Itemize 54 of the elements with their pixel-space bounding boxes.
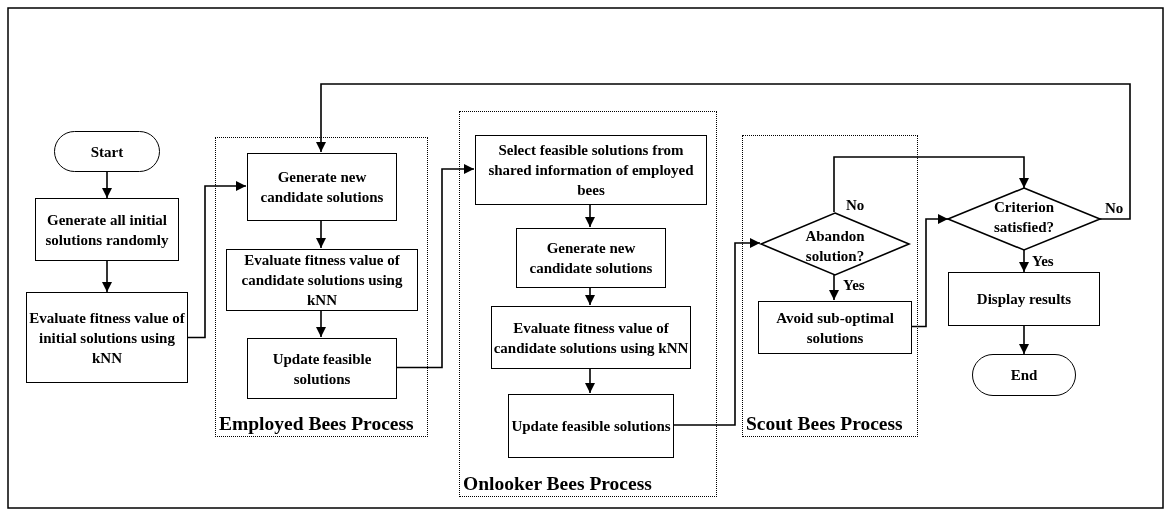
node-label: Generate new candidate solutions bbox=[259, 168, 385, 207]
process-box bbox=[516, 228, 666, 288]
arrow bbox=[316, 83, 1131, 220]
node-label: Select feasible solutions from shared information of employed bees bbox=[487, 141, 695, 200]
process-group-frame bbox=[459, 111, 717, 497]
node-label: Abandon solution? bbox=[804, 227, 866, 266]
node-label: Generate new candidate solutions bbox=[528, 239, 654, 278]
arrow bbox=[833, 156, 1029, 213]
process-box bbox=[247, 153, 397, 221]
group-title: Scout Bees Process bbox=[746, 412, 903, 436]
process-box bbox=[758, 301, 912, 354]
arrow bbox=[187, 181, 247, 339]
node-label: Avoid sub-optimal solutions bbox=[775, 308, 895, 348]
process-box bbox=[35, 198, 179, 261]
node-label: Update feasible solutions bbox=[271, 349, 373, 389]
edge-label: No bbox=[846, 196, 865, 214]
process-group-frame bbox=[215, 137, 428, 437]
decision-diamond bbox=[948, 188, 1100, 250]
arrow bbox=[1019, 325, 1029, 355]
group-title: Onlooker Bees Process bbox=[463, 472, 652, 496]
arrow bbox=[829, 273, 839, 301]
arrow bbox=[316, 219, 326, 249]
edge-label: No bbox=[1105, 199, 1124, 217]
node-label: Update feasible solutions bbox=[511, 417, 671, 436]
node-label: Criterion satisfied? bbox=[993, 198, 1055, 237]
edge-label: Yes bbox=[1032, 252, 1054, 270]
process-box bbox=[26, 292, 188, 383]
node-label: Evaluate fitness value of initial solutions using kNN bbox=[28, 308, 186, 368]
arrow bbox=[1019, 249, 1029, 273]
node-label: Evaluate fitness value of candidate solutions using kNN bbox=[492, 318, 690, 358]
process-group-frame bbox=[742, 135, 918, 437]
arrow bbox=[316, 309, 326, 338]
process-box bbox=[475, 135, 707, 205]
arrow bbox=[395, 164, 475, 369]
arrow bbox=[585, 286, 595, 306]
node-label: Evaluate fitness value of candidate solutions using kNN bbox=[240, 251, 404, 310]
arrow bbox=[102, 171, 112, 199]
group-title: Employed Bees Process bbox=[219, 412, 414, 436]
decision-diamond bbox=[761, 213, 909, 275]
arrow bbox=[910, 214, 949, 328]
node-label: Generate all initial solutions randomly bbox=[44, 210, 170, 250]
node-label: Start bbox=[90, 142, 124, 162]
arrow bbox=[585, 203, 595, 228]
process-box bbox=[226, 249, 418, 311]
arrow bbox=[102, 260, 112, 293]
process-box bbox=[247, 338, 397, 399]
node-label: Display results bbox=[976, 290, 1072, 309]
process-box bbox=[948, 272, 1100, 326]
process-box bbox=[508, 394, 674, 458]
node-label: End bbox=[1010, 366, 1038, 385]
arrow bbox=[585, 367, 595, 394]
arrow bbox=[672, 238, 761, 426]
process-box bbox=[491, 306, 691, 369]
edge-label: Yes bbox=[843, 276, 865, 294]
